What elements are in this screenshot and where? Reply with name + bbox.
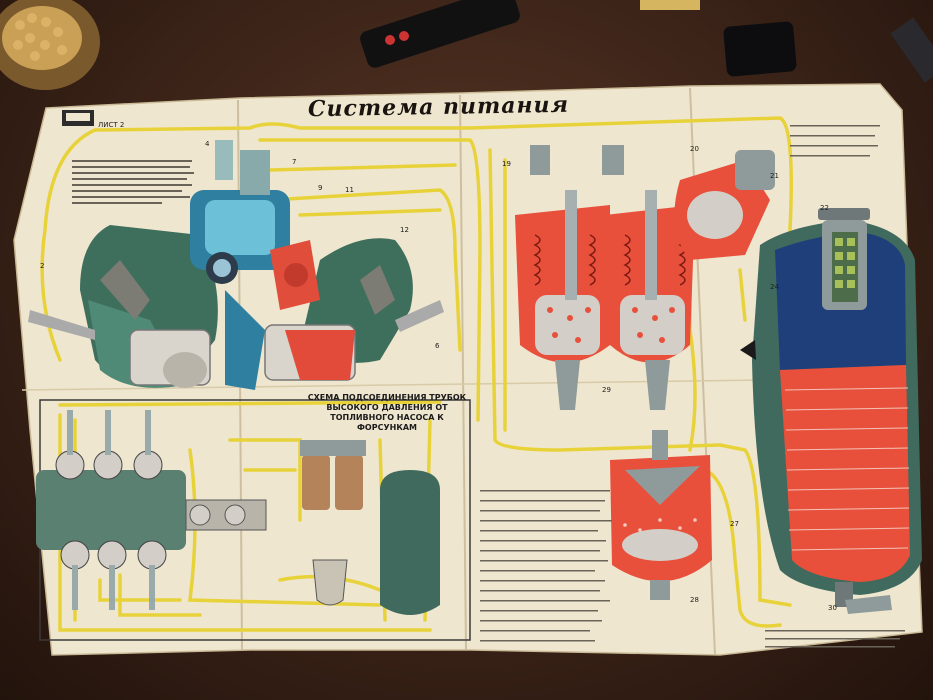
table-objects — [0, 0, 933, 90]
engine-cutaway — [28, 140, 444, 390]
fuel-filters — [515, 145, 775, 410]
callout-number: 20 — [690, 145, 699, 153]
callout-number: 11 — [345, 186, 354, 194]
callout-number: 2 — [40, 262, 45, 270]
coarse-filter — [610, 430, 712, 600]
callout-number: 24 — [770, 283, 779, 291]
callout-number: 19 — [502, 160, 511, 168]
poster-title: Система питания — [307, 91, 570, 123]
callout-number: 12 — [400, 226, 409, 234]
callout-number: 30 — [828, 604, 837, 612]
callout-number: 27 — [730, 520, 739, 528]
callout-number: 29 — [602, 386, 611, 394]
fuel-tank — [740, 208, 922, 614]
callout-number: 6 — [435, 342, 440, 350]
callout-number: 9 — [318, 184, 323, 192]
callout-number: 28 — [690, 596, 699, 604]
inset-schematic — [36, 399, 471, 641]
callout-number: 7 — [292, 158, 297, 166]
sheet-label: ЛИСТ 2 — [98, 121, 125, 129]
callout-number: 22 — [820, 204, 829, 212]
inset-title: СХЕМА ПОДСОЕДИНЕНИЯ ТРУБОК ВЫСОКОГО ДАВЛ… — [307, 393, 467, 432]
callout-number: 4 — [205, 140, 210, 148]
callout-number: 21 — [770, 172, 779, 180]
